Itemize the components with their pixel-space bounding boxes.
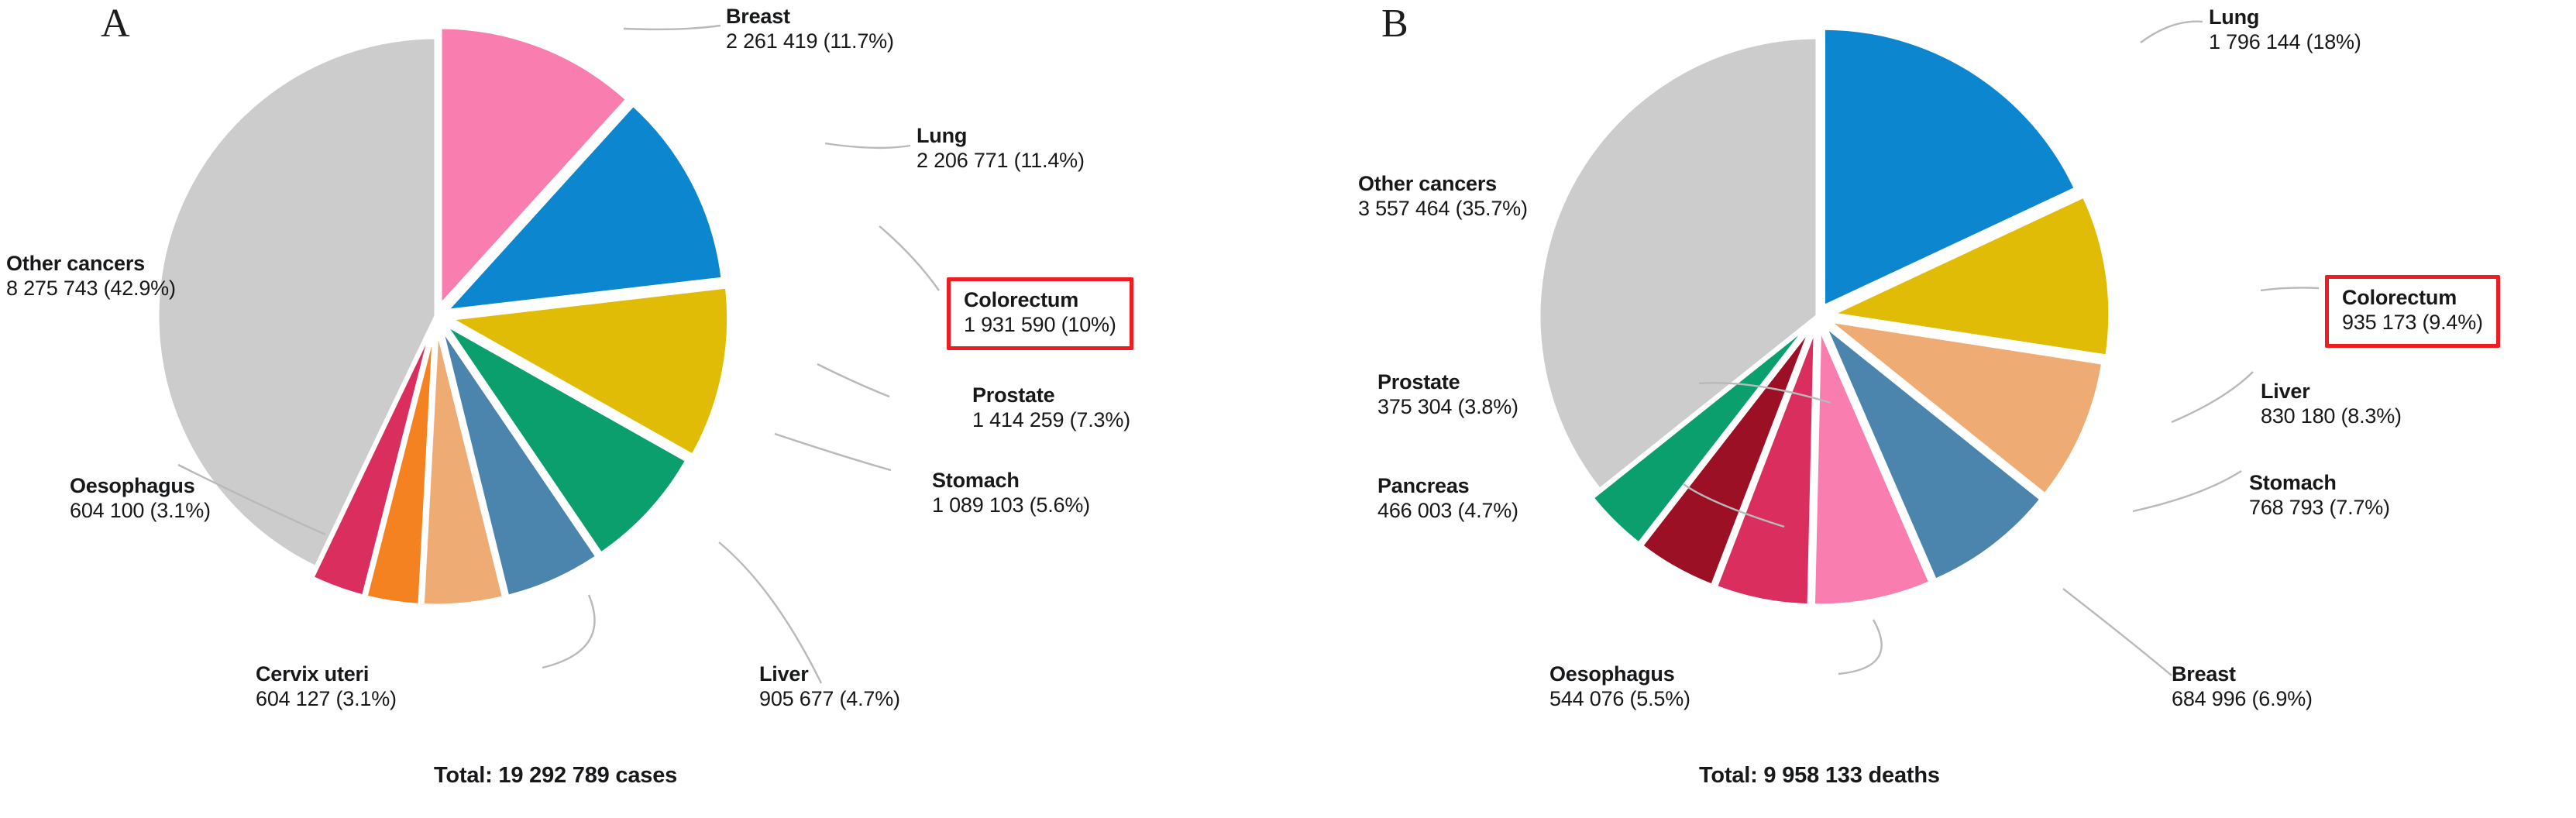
label-liver: Liver 905 677 (4.7%) [759,662,900,712]
label-oesophagus-b-value: 544 076 (5.5%) [1549,686,1690,710]
label-colorectum-b-highlighted: Colorectum 935 173 (9.4%) [2325,275,2500,348]
pie-slice [420,326,507,608]
label-breast-value: 2 261 419 (11.7%) [726,29,894,53]
label-prostate-value: 1 414 259 (7.3%) [972,407,1130,431]
label-liver-b-value: 830 180 (8.3%) [2261,404,2402,428]
label-breast-b-value: 684 996 (6.9%) [2172,686,2313,710]
label-lung: Lung 2 206 771 (11.4%) [917,124,1085,174]
pie-slice [1822,323,2045,583]
label-colorectum-highlighted: Colorectum 1 931 590 (10%) [947,277,1133,350]
pie-slice [363,326,437,607]
label-stomach-name: Stomach [932,469,1020,492]
label-breast-b: Breast 684 996 (6.9%) [2172,662,2313,712]
label-colorectum-value: 1 931 590 (10%) [964,312,1116,336]
label-other-cancers-b-name: Other cancers [1358,172,1497,195]
panel-b: B Lung 1 796 144 (18%) Colorectum 935 17… [1288,0,2576,818]
label-stomach-b-value: 768 793 (7.7%) [2249,495,2390,519]
pie-slice [1820,317,2106,498]
label-liver-value: 905 677 (4.7%) [759,686,900,710]
label-oesophagus-b: Oesophagus 544 076 (5.5%) [1549,662,1690,712]
pie-slice [1536,35,1820,493]
label-other-cancers-name: Other cancers [6,252,145,275]
label-liver-b-name: Liver [2261,380,2310,403]
pie-slice [309,325,435,600]
label-colorectum-name: Colorectum [964,288,1079,311]
label-oesophagus-name: Oesophagus [70,474,195,497]
total-cases-a: Total: 19 292 789 cases [434,763,678,788]
label-pancreas-b-name: Pancreas [1377,474,1470,497]
label-colorectum-b-name: Colorectum [2342,286,2457,309]
pie-slice [442,321,690,557]
label-cervix-uteri-value: 604 127 (3.1%) [256,686,397,710]
panel-a: A Breast 2 261 419 (11.7%) Lung 2 206 77… [6,2,1133,788]
pie-slice [438,25,631,311]
label-liver-name: Liver [759,662,809,686]
pie-slice [1825,193,2113,359]
pie-chart-a [130,6,781,649]
pie-slice [1589,322,1812,547]
label-cervix-uteri: Cervix uteri 604 127 (3.1%) [256,662,397,712]
label-lung-b: Lung 1 796 144 (18%) [2209,5,2361,55]
label-breast-b-name: Breast [2172,662,2236,686]
label-stomach-b-name: Stomach [2249,471,2337,494]
label-other-cancers-b-value: 3 557 464 (35.7%) [1358,196,1528,220]
pie-slice [1821,26,2079,311]
label-lung-b-name: Lung [2209,5,2260,29]
label-liver-b: Liver 830 180 (8.3%) [2261,380,2402,429]
label-lung-name: Lung [917,124,968,147]
label-prostate: Prostate 1 414 259 (7.3%) [972,383,1130,433]
label-oesophagus-b-name: Oesophagus [1549,662,1675,686]
pie-slice [443,284,731,459]
label-other-cancers: Other cancers 8 275 743 (42.9%) [6,252,176,301]
label-breast-name: Breast [726,5,790,28]
label-lung-b-value: 1 796 144 (18%) [2209,29,2361,53]
label-other-cancers-b: Other cancers 3 557 464 (35.7%) [1358,172,1528,222]
total-deaths-b: Total: 9 958 133 deaths [1699,763,1940,788]
pie-slice [1811,325,1934,608]
label-oesophagus-value: 604 100 (3.1%) [70,498,211,522]
label-breast: Breast 2 261 419 (11.7%) [726,5,894,54]
label-prostate-name: Prostate [972,383,1055,407]
label-lung-value: 2 206 771 (11.4%) [917,148,1085,172]
pie-chart-b [1512,6,2162,649]
label-prostate-b-value: 375 304 (3.8%) [1377,394,1518,418]
label-pancreas-b-value: 466 003 (4.7%) [1377,498,1518,522]
pie-slice [439,325,600,600]
label-stomach: Stomach 1 089 103 (5.6%) [932,469,1090,518]
label-colorectum-b-value: 935 173 (9.4%) [2342,310,2483,334]
label-oesophagus: Oesophagus 604 100 (3.1%) [70,474,211,524]
label-cervix-uteri-name: Cervix uteri [256,662,370,686]
panel-b-letter: B [1381,2,1408,46]
panel-a-letter: A [101,2,130,46]
label-prostate-b: Prostate 375 304 (3.8%) [1377,370,1518,420]
label-pancreas-b: Pancreas 466 003 (4.7%) [1377,474,1518,524]
label-prostate-b-name: Prostate [1377,370,1460,394]
label-stomach-b: Stomach 768 793 (7.7%) [2249,471,2390,521]
label-other-cancers-value: 8 275 743 (42.9%) [6,276,176,300]
label-stomach-value: 1 089 103 (5.6%) [932,493,1090,517]
pie-slice [441,101,725,314]
